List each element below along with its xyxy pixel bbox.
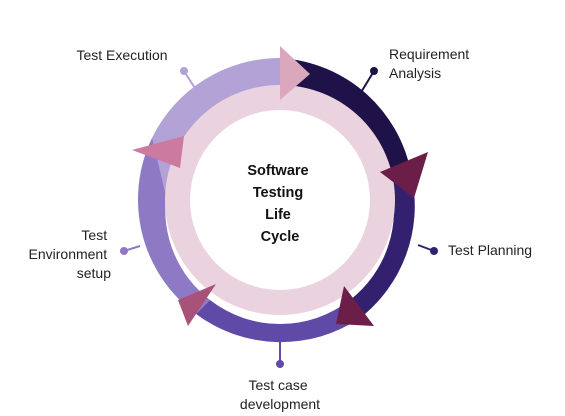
arrow-right-lower xyxy=(336,286,374,326)
leader-dot-test-environment-setup xyxy=(120,247,128,255)
arrow-top xyxy=(280,46,310,100)
center-line: Cycle xyxy=(261,229,300,245)
cycle-arrows xyxy=(132,46,428,326)
leaders xyxy=(120,67,438,368)
label-test-case-development: Test case development xyxy=(240,377,320,412)
center-title: Software Testing Life Cycle xyxy=(247,163,312,245)
segment-test-case-development xyxy=(196,300,360,343)
segment-requirement-analysis xyxy=(280,58,412,180)
outer-ring xyxy=(137,57,415,343)
leader-dot-test-execution xyxy=(180,67,188,75)
label-test-execution: Test Execution xyxy=(76,47,167,63)
center-disc xyxy=(190,110,370,290)
leader-dot-test-case-development xyxy=(276,360,284,368)
label-test-planning: Test Planning xyxy=(448,242,532,258)
center-line: Software xyxy=(247,163,308,179)
center-line: Testing xyxy=(253,185,303,201)
segment-test-environment-setup xyxy=(137,138,210,314)
arrow-left-upper xyxy=(132,136,184,168)
leader-dot-requirement-analysis xyxy=(370,67,378,75)
label-requirement-analysis: Requirement Analysis xyxy=(389,46,473,81)
leader-dot-test-planning xyxy=(430,247,438,255)
segment-test-execution xyxy=(152,57,280,196)
segment-test-planning xyxy=(350,178,415,318)
arrow-left-lower xyxy=(178,284,216,326)
arrow-right-upper xyxy=(380,152,428,198)
center-line: Life xyxy=(265,207,291,223)
label-test-environment-setup: Test Environment setup xyxy=(29,227,112,281)
